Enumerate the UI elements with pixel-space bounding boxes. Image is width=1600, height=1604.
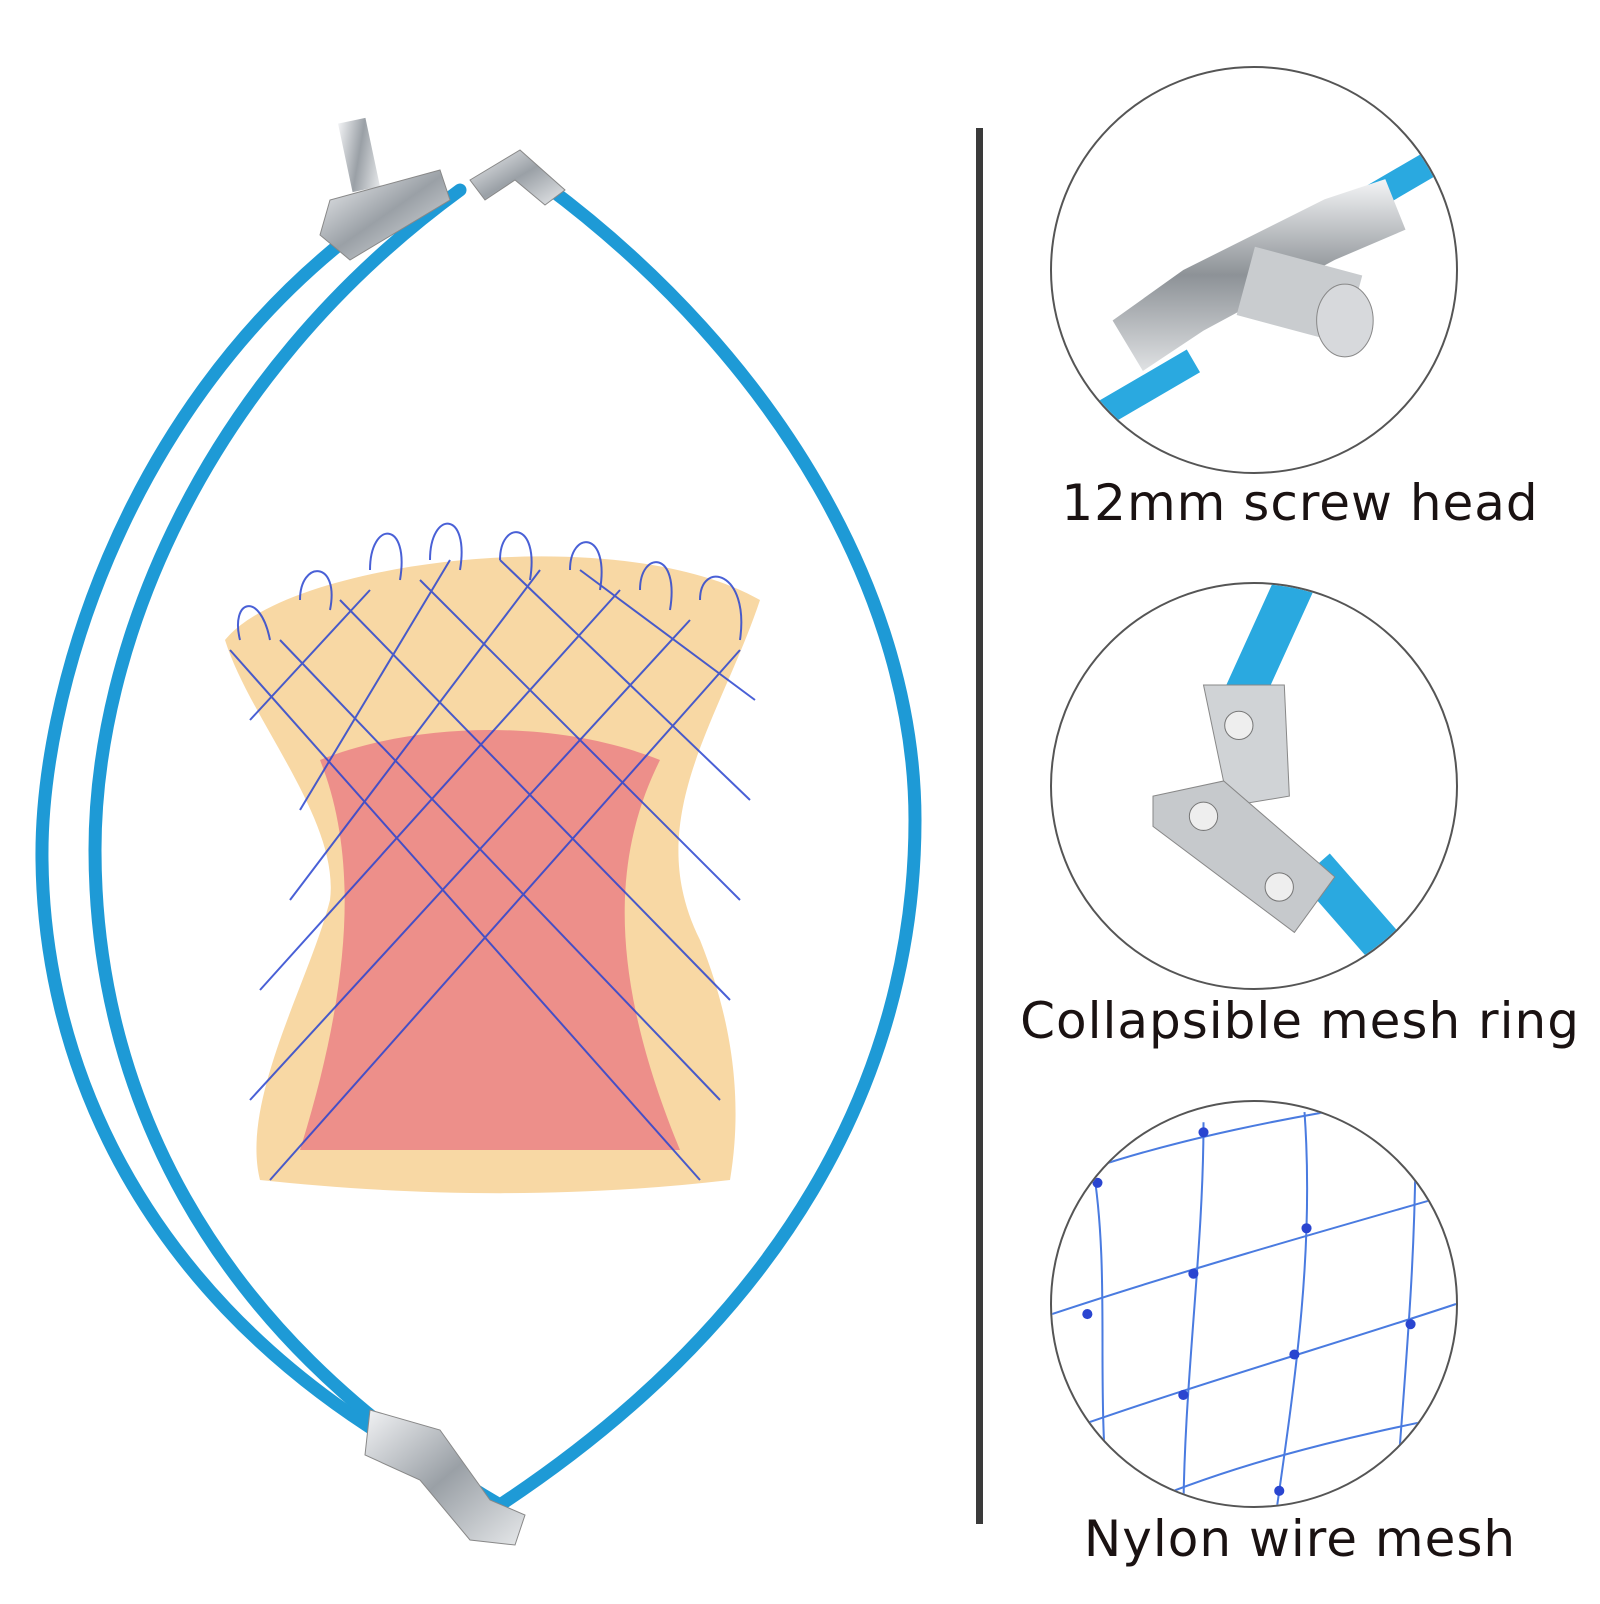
vertical-divider (976, 128, 983, 1524)
hinge-connector-bottom (364, 1409, 526, 1546)
feature-label-screw-head: 12mm screw head (1061, 474, 1539, 532)
feature-label-nylon-mesh: Nylon wire mesh (1083, 1510, 1517, 1568)
feature-label-collapsible-ring: Collapsible mesh ring (1020, 992, 1580, 1050)
folded-nylon-mesh (225, 522, 760, 1194)
screw-connector-top (319, 117, 451, 261)
blue-ring-frame (35, 178, 922, 1512)
screw-head-closeup-image (1050, 66, 1458, 474)
hinge-joint-closeup-image (1050, 582, 1458, 990)
hinge-connector-top (469, 149, 566, 206)
nylon-mesh-closeup-image (1050, 1100, 1458, 1508)
product-photo-cast-net-ring (35, 117, 922, 1546)
